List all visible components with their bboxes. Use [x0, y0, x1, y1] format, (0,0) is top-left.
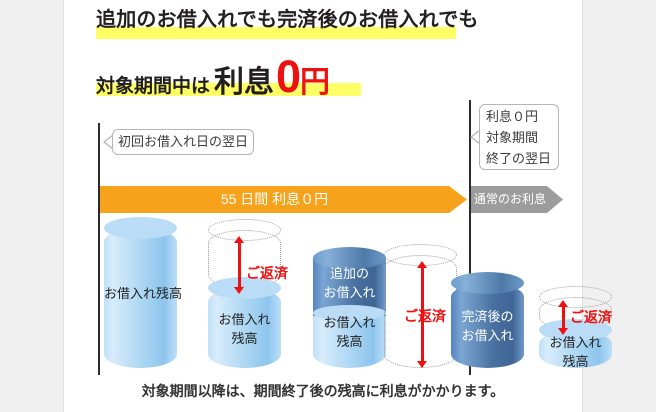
arrow-shaft	[420, 267, 424, 362]
repayment-label-1: ご返済	[246, 265, 288, 281]
cylinder-label-2b: 残高	[231, 331, 258, 346]
cylinder-label-3-top-b: お借入れ	[323, 285, 376, 300]
cylinder-label-1a: お借入れ残高	[104, 286, 183, 301]
content-card: 追加のお借入れでも完済後のお借入れでも 対象期間中は利息0円 初回お借入れ日の翌…	[63, 0, 612, 412]
cylinder-balance-3: 追加の お借入れ お借入れ 残高	[313, 247, 386, 368]
cylinder-balance-6: お借入れ 残高	[539, 319, 612, 369]
cylinder-top-cap	[104, 217, 177, 239]
arrow-head-down	[558, 328, 568, 335]
headline-1: 追加のお借入れでも完済後のお借入れでも	[96, 9, 479, 31]
band-interest-free-period: 55 日間 利息０円	[100, 186, 467, 213]
cylinder-label-6b: 残高	[562, 354, 589, 369]
arrow-shaft	[561, 306, 565, 329]
cylinder-body	[208, 288, 281, 368]
arrow-head-up	[234, 236, 244, 243]
cylinder-body	[104, 228, 177, 368]
cylinder-top-cap	[313, 247, 386, 269]
headline-2-zero: 0	[276, 51, 301, 102]
band-normal-interest: 通常のお利息	[471, 186, 563, 213]
cylinder-label-3-top-a: 追加の	[329, 266, 369, 281]
callout-right-line-1: 利息０円	[486, 109, 539, 124]
cylinder-top-cap	[451, 272, 524, 294]
interest-free-diagram: 初回お借入れ日の翌日 利息０円 対象期間 終了の翌日 55 日間 利息０円 通常…	[64, 0, 612, 412]
arrow-head-down	[234, 287, 244, 294]
cylinder-label-3b: 残高	[336, 334, 363, 349]
cylinder-label-5a: 完済後の	[461, 309, 514, 324]
cylinder-balance-2: お借入れ 残高	[208, 277, 281, 368]
repayment-arrow-3	[558, 300, 568, 335]
cylinder-top-cap	[208, 277, 281, 299]
callout-first-borrow-date: 初回お借入れ日の翌日	[112, 129, 254, 155]
cylinder-ghost-cap-2	[208, 219, 281, 241]
callout-right-tail	[472, 131, 480, 143]
timeline-end-line	[469, 100, 471, 375]
headline-2: 対象期間中は利息0円	[96, 54, 330, 100]
callout-left-tail	[105, 136, 113, 148]
cylinder-label-6a: お借入れ	[549, 335, 602, 350]
footer-note: 対象期間以降は、期間終了後の残高に利息がかかります。	[141, 383, 505, 399]
repayment-arrow-1	[234, 236, 244, 294]
arrow-head-up	[558, 300, 568, 307]
repayment-arrow-2	[417, 261, 427, 368]
cylinder-label-2a: お借入れ	[218, 312, 271, 327]
callout-period-end-date: 利息０円 対象期間 終了の翌日	[479, 104, 559, 170]
callout-right-line-2: 対象期間	[486, 130, 539, 145]
cylinder-label-5b: お借入れ	[461, 328, 514, 343]
headline-2-highlight	[96, 83, 361, 96]
headline-2-interest-word: 利息	[214, 66, 275, 99]
arrow-head-down	[417, 361, 427, 368]
headline-2-lead: 対象期間中は	[96, 76, 211, 97]
repayment-label-3: ご返済	[570, 309, 612, 325]
cylinder-label-3a: お借入れ	[323, 315, 376, 330]
arrow-shaft	[237, 242, 241, 288]
cylinder-mid-cap	[313, 305, 386, 321]
headline-1-highlight	[96, 27, 456, 39]
cylinder-top-cap	[539, 319, 612, 341]
callout-right-line-3: 終了の翌日	[486, 151, 552, 166]
cylinder-ghost-cap-6	[539, 286, 612, 308]
arrow-head-up	[417, 261, 427, 268]
cylinder-balance-1: お借入れ残高	[104, 217, 183, 368]
headline-2-yen: 円	[300, 66, 331, 99]
cylinder-body	[451, 283, 524, 368]
cylinder-balance-5: 完済後の お借入れ	[451, 272, 524, 368]
timeline-start-line	[98, 123, 100, 375]
repayment-label-2: ご返済	[404, 308, 446, 324]
